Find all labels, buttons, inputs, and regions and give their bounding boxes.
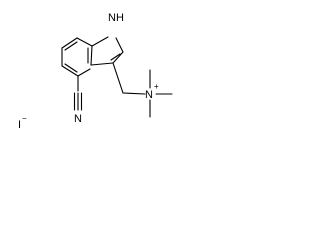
bond-c6-c7 [61, 37, 78, 49]
nh-label: NH [108, 12, 124, 24]
bond-ch2-n [122, 92, 146, 95]
bond-c7a-n1 [91, 36, 109, 47]
nitrile-group [73, 75, 83, 111]
bond-c4-c5 [61, 65, 79, 77]
chemical-structure-diagram: NH N N + I − [18, 12, 173, 131]
ammonium-charge: + [154, 82, 159, 91]
iodide-charge: − [22, 114, 27, 123]
pyrrole-ring [90, 36, 124, 66]
bond-c2-c3 [112, 51, 124, 64]
bond-c7a-c3a [90, 45, 93, 66]
bond-c3a-c4 [77, 68, 91, 77]
quaternary-n-label: N [145, 89, 153, 101]
bond-c3-ch2 [112, 62, 124, 94]
bond-c7-c7a [76, 37, 93, 47]
bond-n1-c2 [115, 37, 124, 53]
trimethylammoniomethyl-group [112, 62, 173, 118]
bond-c3-c3a [90, 62, 114, 66]
bond-c2-c3-double [110, 53, 121, 61]
iodide-label: I [18, 119, 21, 131]
benzene-ring [61, 37, 93, 77]
structure-canvas: NH N N + I − [0, 0, 202, 142]
nitrile-n-label: N [74, 113, 82, 125]
bond-c6-c7-double [64, 41, 78, 51]
bond-c4-c5-double [64, 63, 78, 73]
